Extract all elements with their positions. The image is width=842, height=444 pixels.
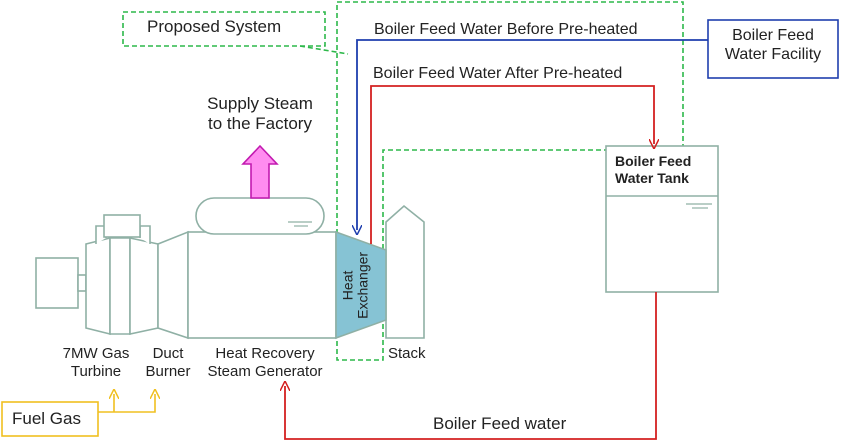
duct-burner <box>157 230 189 340</box>
steam-drum <box>195 197 325 235</box>
hrsg-line1: Heat Recovery <box>215 345 315 362</box>
gas-turbine <box>85 236 111 336</box>
stack <box>385 204 425 339</box>
duct-burner-line2: Burner <box>145 363 191 380</box>
equipment-group <box>35 145 719 340</box>
facility-label-line2: Water Facility <box>724 46 822 64</box>
hrsg <box>187 231 337 339</box>
feed-water-tank <box>605 145 719 293</box>
gas-turbine-label: 7MW Gas Turbine <box>52 345 140 381</box>
gas-turbine-line2: Turbine <box>70 363 122 380</box>
hot-water-line <box>370 85 654 244</box>
facility-box <box>707 19 839 79</box>
fuel-gas-label: Fuel Gas <box>12 409 81 428</box>
hrsg-line2: Steam Generator <box>207 363 323 380</box>
facility-label: Boiler Feed Water Facility <box>710 26 836 64</box>
heat-exchanger-label: Heat Exchanger <box>339 235 372 335</box>
generator-shaft <box>77 274 87 292</box>
duct-burner-label: Duct Burner <box>138 345 198 381</box>
stack-label: Stack <box>388 345 426 362</box>
proposed-system-label: Proposed System <box>147 17 282 36</box>
facility-label-line1: Boiler Feed <box>732 27 814 44</box>
supply-steam-line1: Supply Steam <box>207 94 313 113</box>
heat-exchanger-line2: Exchanger <box>355 251 371 319</box>
fuel-gas-lines <box>98 394 155 413</box>
tank-label: Boiler Feed Water Tank <box>615 153 691 187</box>
after-preheated-label: Boiler Feed Water After Pre-heated <box>373 65 623 82</box>
generator <box>35 257 79 309</box>
tank-label-line2: Water Tank <box>615 169 689 186</box>
supply-steam-label: Supply Steam to the Factory <box>180 94 340 135</box>
before-preheated-label: Boiler Feed Water Before Pre-heated <box>374 21 638 38</box>
duct-burner-line1: Duct <box>152 345 184 362</box>
fuel-gas-box <box>1 401 99 437</box>
cold-water-line <box>357 39 708 230</box>
supply-steam-line2: to the Factory <box>208 114 312 134</box>
supply-steam-arrow <box>241 144 279 199</box>
tank-label-line1: Boiler Feed <box>615 153 692 169</box>
hrsg-label: Heat Recovery Steam Generator <box>196 345 334 381</box>
boiler-feed-water-label: Boiler Feed water <box>433 414 567 433</box>
feed-water-return-line <box>285 292 657 440</box>
gas-turbine-line1: 7MW Gas <box>62 345 130 362</box>
water-level-marks <box>288 203 712 227</box>
heat-exchanger-line1: Heat <box>339 270 356 301</box>
heat-exchanger-shape <box>335 230 387 340</box>
proposed-system-boundary <box>122 1 684 361</box>
